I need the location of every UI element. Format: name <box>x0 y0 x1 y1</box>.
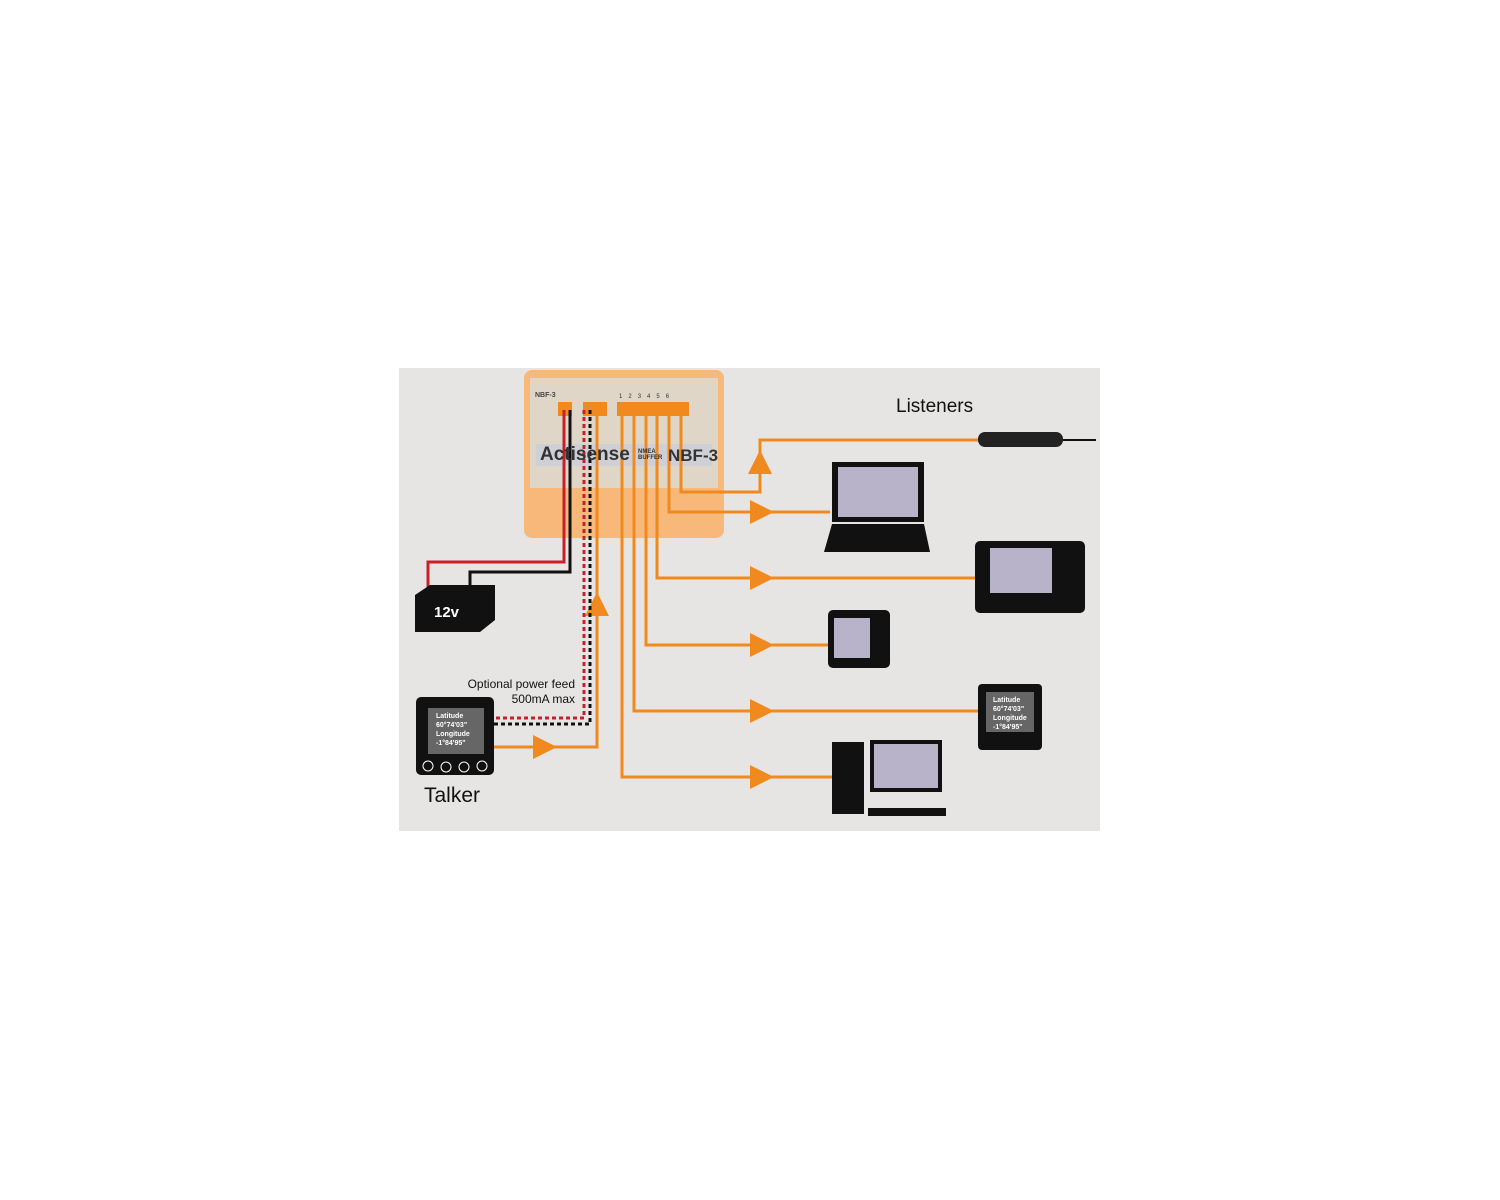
listener-devices <box>824 432 1096 816</box>
battery-icon <box>415 585 495 632</box>
power-wires <box>426 410 592 726</box>
talker-heading: Talker <box>424 784 481 807</box>
port-4: 4 <box>647 394 651 400</box>
readout-line: 60°74'03" <box>993 706 1025 713</box>
readout-line: -1°84'95" <box>436 740 466 747</box>
corner-label: NBF-3 <box>535 392 556 399</box>
instrument-display-icon <box>978 684 1042 750</box>
listener-readout: Latitude 60°74'03" Longitude -1°84'95" <box>993 696 1027 732</box>
readout-line: Latitude <box>436 713 464 720</box>
port-6: 6 <box>665 394 670 400</box>
port-2: 2 <box>628 394 632 400</box>
port-5: 5 <box>656 394 660 400</box>
port-3: 3 <box>637 394 642 400</box>
battery-label: 12v <box>434 604 460 621</box>
usb-gateway-icon <box>978 432 1063 447</box>
desktop-pc-icon <box>832 740 946 816</box>
talker-instrument-icon <box>416 697 494 775</box>
readout-line: Longitude <box>436 731 470 738</box>
chartplotter-icon <box>975 541 1085 613</box>
brand-label: Actisense <box>540 444 630 465</box>
readout-line: Latitude <box>993 697 1021 704</box>
talker-readout: Latitude 60°74'03" Longitude -1°84'95" <box>436 712 470 748</box>
power-note-line: Optional power feed <box>467 677 575 691</box>
subtitle-line: BUFFER <box>638 455 663 461</box>
listeners-heading: Listeners <box>896 396 974 417</box>
port-1: 1 <box>619 394 623 400</box>
model-label: NBF-3 <box>668 446 719 465</box>
readout-line: -1°84'95" <box>993 724 1023 731</box>
laptop-icon <box>824 462 930 552</box>
subtitle-line: NMEA <box>638 449 656 455</box>
small-plotter-icon <box>828 610 890 668</box>
power-note-line: 500mA max <box>511 692 575 706</box>
readout-line: 60°74'03" <box>436 722 468 729</box>
nmea-wires <box>493 410 978 789</box>
readout-line: Longitude <box>993 715 1027 722</box>
